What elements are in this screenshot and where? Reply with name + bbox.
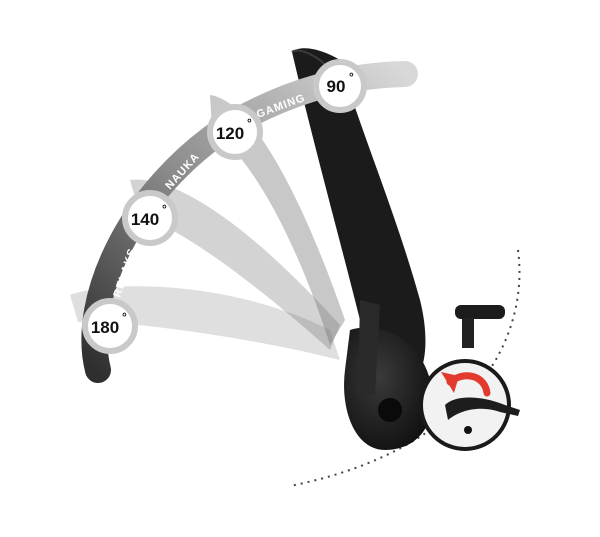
angle-badge-180: 180 ° xyxy=(82,298,138,354)
svg-text:°: ° xyxy=(122,310,127,324)
angle-badge-90: 90 ° xyxy=(313,59,367,113)
chair-seat-mechanism xyxy=(344,300,433,450)
ghost-backrest-180 xyxy=(70,286,340,360)
rotation-arrow-icon xyxy=(441,372,491,397)
chair-armrest xyxy=(455,305,505,319)
svg-text:°: ° xyxy=(349,70,354,84)
ghost-backrest-140 xyxy=(130,179,340,350)
svg-text:90: 90 xyxy=(327,77,346,96)
angle-badge-120: 120 ° xyxy=(207,104,263,160)
svg-text:180: 180 xyxy=(91,318,119,337)
svg-text:140: 140 xyxy=(131,210,159,229)
svg-text:°: ° xyxy=(247,116,252,130)
svg-text:120: 120 xyxy=(216,124,244,143)
angle-badge-140: 140 ° xyxy=(122,190,178,246)
svg-text:°: ° xyxy=(162,202,167,216)
